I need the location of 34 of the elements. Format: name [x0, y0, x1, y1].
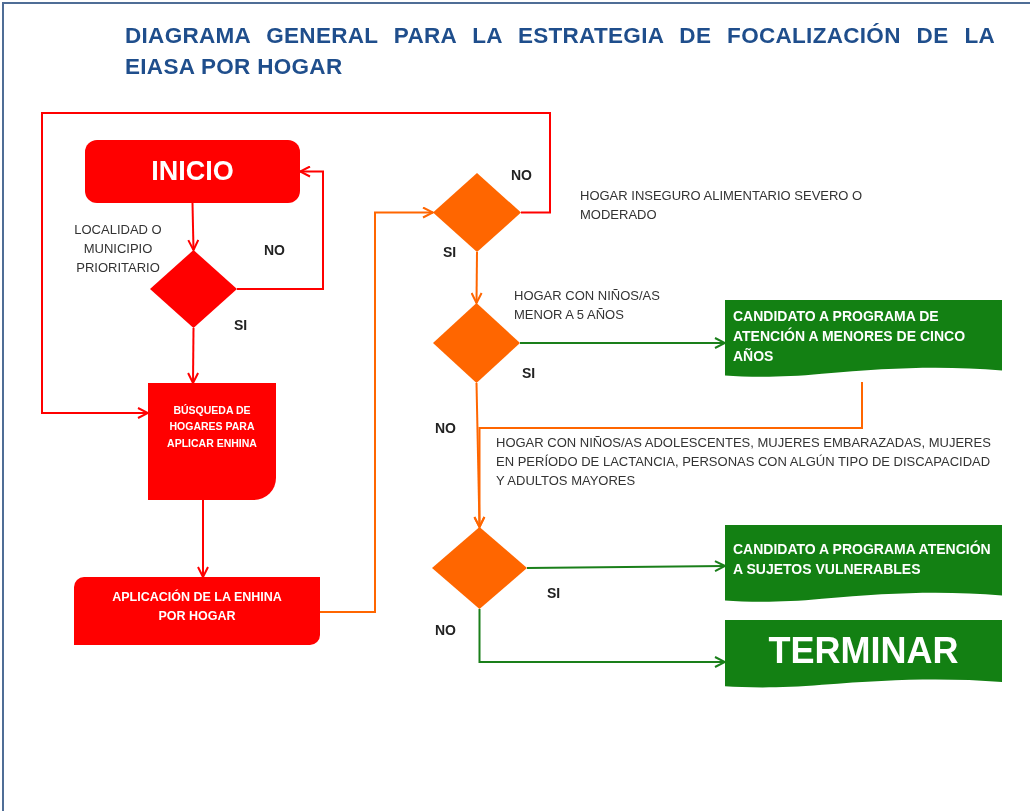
process-box [74, 577, 320, 645]
arrow [187, 327, 200, 384]
arrow [236, 165, 324, 290]
box-label: TERMINAR [768, 631, 959, 671]
edge-label: SI [520, 365, 538, 381]
box-label: CANDIDATO A PROGRAMA DE ATENCIÓN A MENORES DE CINCO AÑOS [733, 306, 967, 367]
box-label: BÚSQUEDA DE HOGARES PARA APLICAR ENHINA [166, 403, 258, 451]
arrow [197, 499, 209, 578]
edge-label: SI [441, 244, 459, 260]
decision-diamond [432, 527, 527, 609]
edge-label: NO [509, 167, 534, 183]
edge-label: NO [262, 242, 287, 258]
decision-question: HOGAR CON NIÑOS/AS MENOR A 5 AÑOS [514, 287, 661, 324]
decision-question: HOGAR INSEGURO ALIMENTARIO SEVERO O MODERADO [580, 187, 864, 224]
arrow [519, 337, 726, 349]
edge-label: SI [545, 585, 563, 601]
arrow [478, 608, 726, 668]
decision-question: HOGAR CON NIÑOS/AS ADOLESCENTES, MUJERES EMBARAZADAS, MUJERES EN PERÍODO DE LACTANCIA, PERSONAS CON ALGÚN TIPO DE DISCAPACIDAD Y ADULTOS MAYORES [496, 434, 991, 490]
arrow [473, 381, 863, 528]
box-label: APLICACIÓN DE LA ENHINA POR HOGAR [111, 588, 283, 625]
arrow [41, 112, 551, 419]
arrow [187, 202, 200, 251]
process-box [148, 383, 276, 500]
decision-question: LOCALIDAD O MUNICIPIO PRIORITARIO [73, 221, 163, 277]
edge-label: NO [433, 420, 458, 436]
edge-label: SI [232, 317, 250, 333]
box-label: INICIO [151, 155, 234, 188]
edge-label: NO [433, 622, 458, 638]
arrow [470, 251, 483, 304]
diagram-title: DIAGRAMA GENERAL PARA LA ESTRATEGIA DE FOCALIZACIÓN DE LA EIASA POR HOGAR [125, 22, 995, 81]
arrow [526, 560, 726, 573]
arrow [319, 206, 434, 613]
box-label: CANDIDATO A PROGRAMA ATENCIÓN A SUJETOS VULNERABLES [733, 539, 992, 579]
process-box [85, 140, 300, 203]
